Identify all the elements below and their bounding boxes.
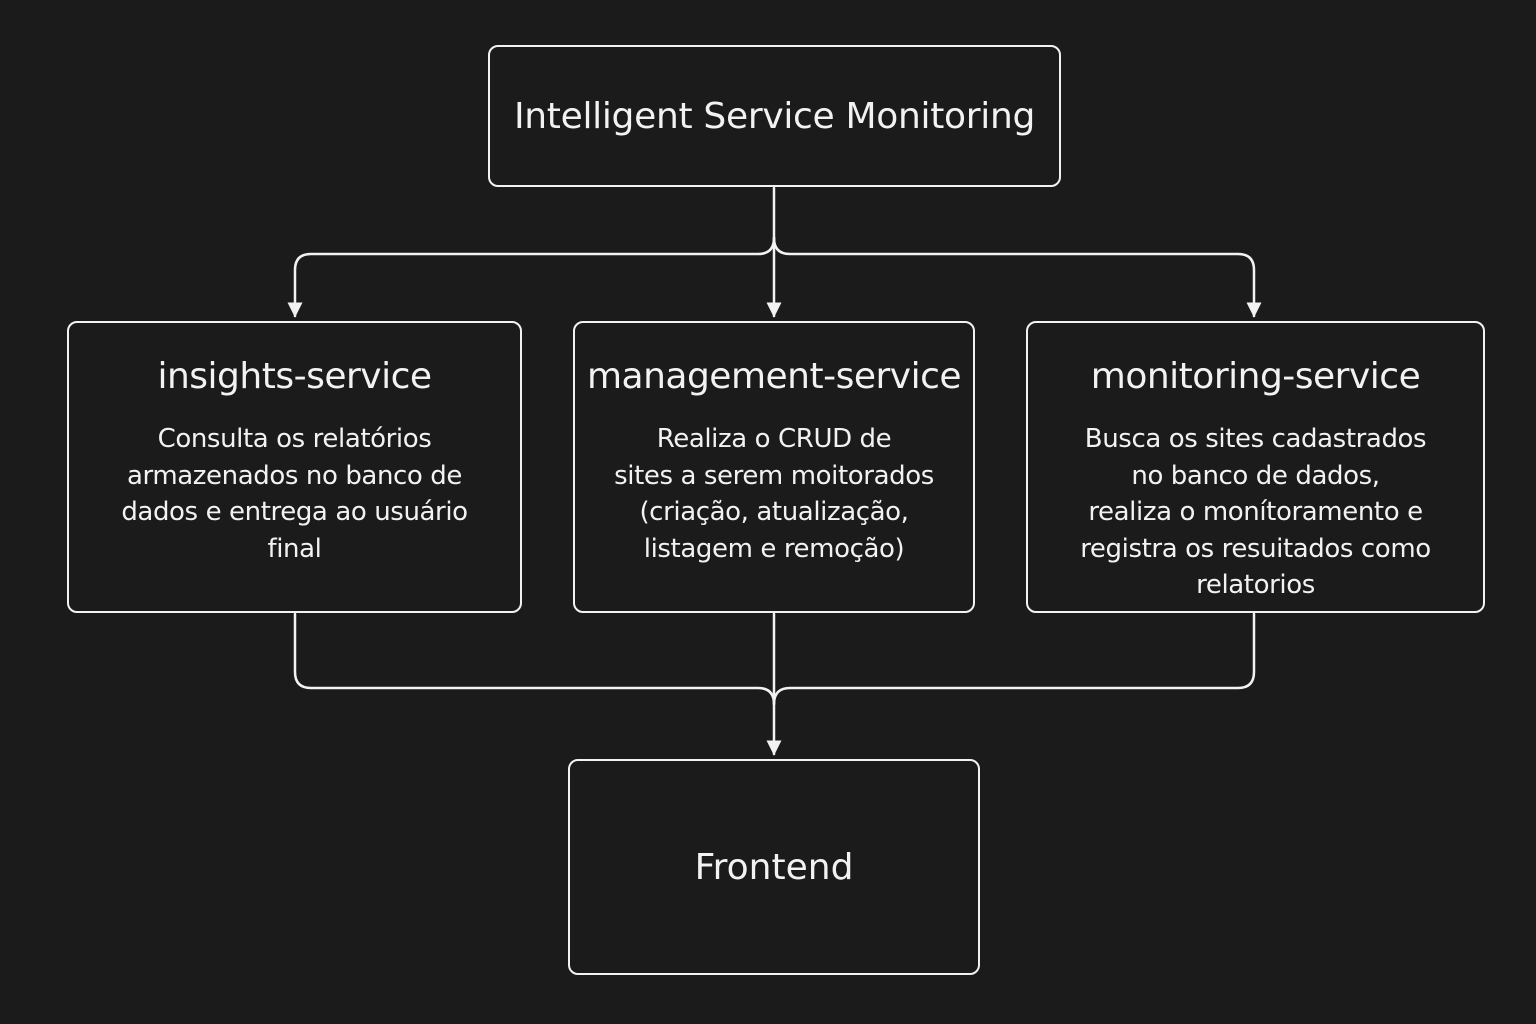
description-line: relatorios (1196, 570, 1315, 600)
frontend-node: Frontend (568, 759, 980, 975)
description-line: Realiza o CRUD de (656, 424, 892, 454)
description-line: listagem e remoção) (643, 533, 905, 564)
service-description: Consulta os relatórios armazenados no ba… (79, 421, 510, 567)
description-line: final (267, 533, 322, 564)
description-line: Busca os sites cadastrados (1084, 424, 1427, 454)
line-from-monitoring-service (772, 612, 1256, 706)
root-node: Intelligent Service Monitoring (488, 45, 1061, 187)
management-service-node: management-service Realiza o CRUD de sit… (573, 321, 975, 613)
arrow-to-monitoring-service (772, 236, 1262, 318)
monitoring-service-node: monitoring-service Busca os sites cadast… (1026, 321, 1485, 613)
description-line: dados e entrega ao usuário (121, 497, 468, 527)
service-description: Busca os sites cadastrados no banco de d… (1038, 421, 1473, 604)
description-line: sites a serem moitorados (614, 460, 934, 491)
description-line: (criação, atualização, (639, 497, 909, 527)
description-line: realiza o monítoramento e (1088, 497, 1423, 527)
service-title: management-service (586, 356, 962, 397)
description-line: no banco de dados, (1131, 460, 1380, 491)
arrow-to-insights-service (287, 236, 776, 318)
frontend-title: Frontend (694, 846, 854, 888)
diagram-title: Intelligent Service Monitoring (513, 95, 1036, 137)
service-description: Realiza o CRUD de sites a serem moitorad… (585, 421, 963, 567)
line-from-insights-service (293, 612, 776, 706)
service-title: monitoring-service (1090, 356, 1421, 397)
description-line: armazenados no banco de (126, 460, 463, 491)
description-line: registra os resuitados como (1080, 533, 1431, 564)
description-line: Consulta os relatórios (157, 424, 432, 454)
service-title: insights-service (157, 356, 432, 397)
insights-service-node: insights-service Consulta os relatórios … (67, 321, 522, 613)
